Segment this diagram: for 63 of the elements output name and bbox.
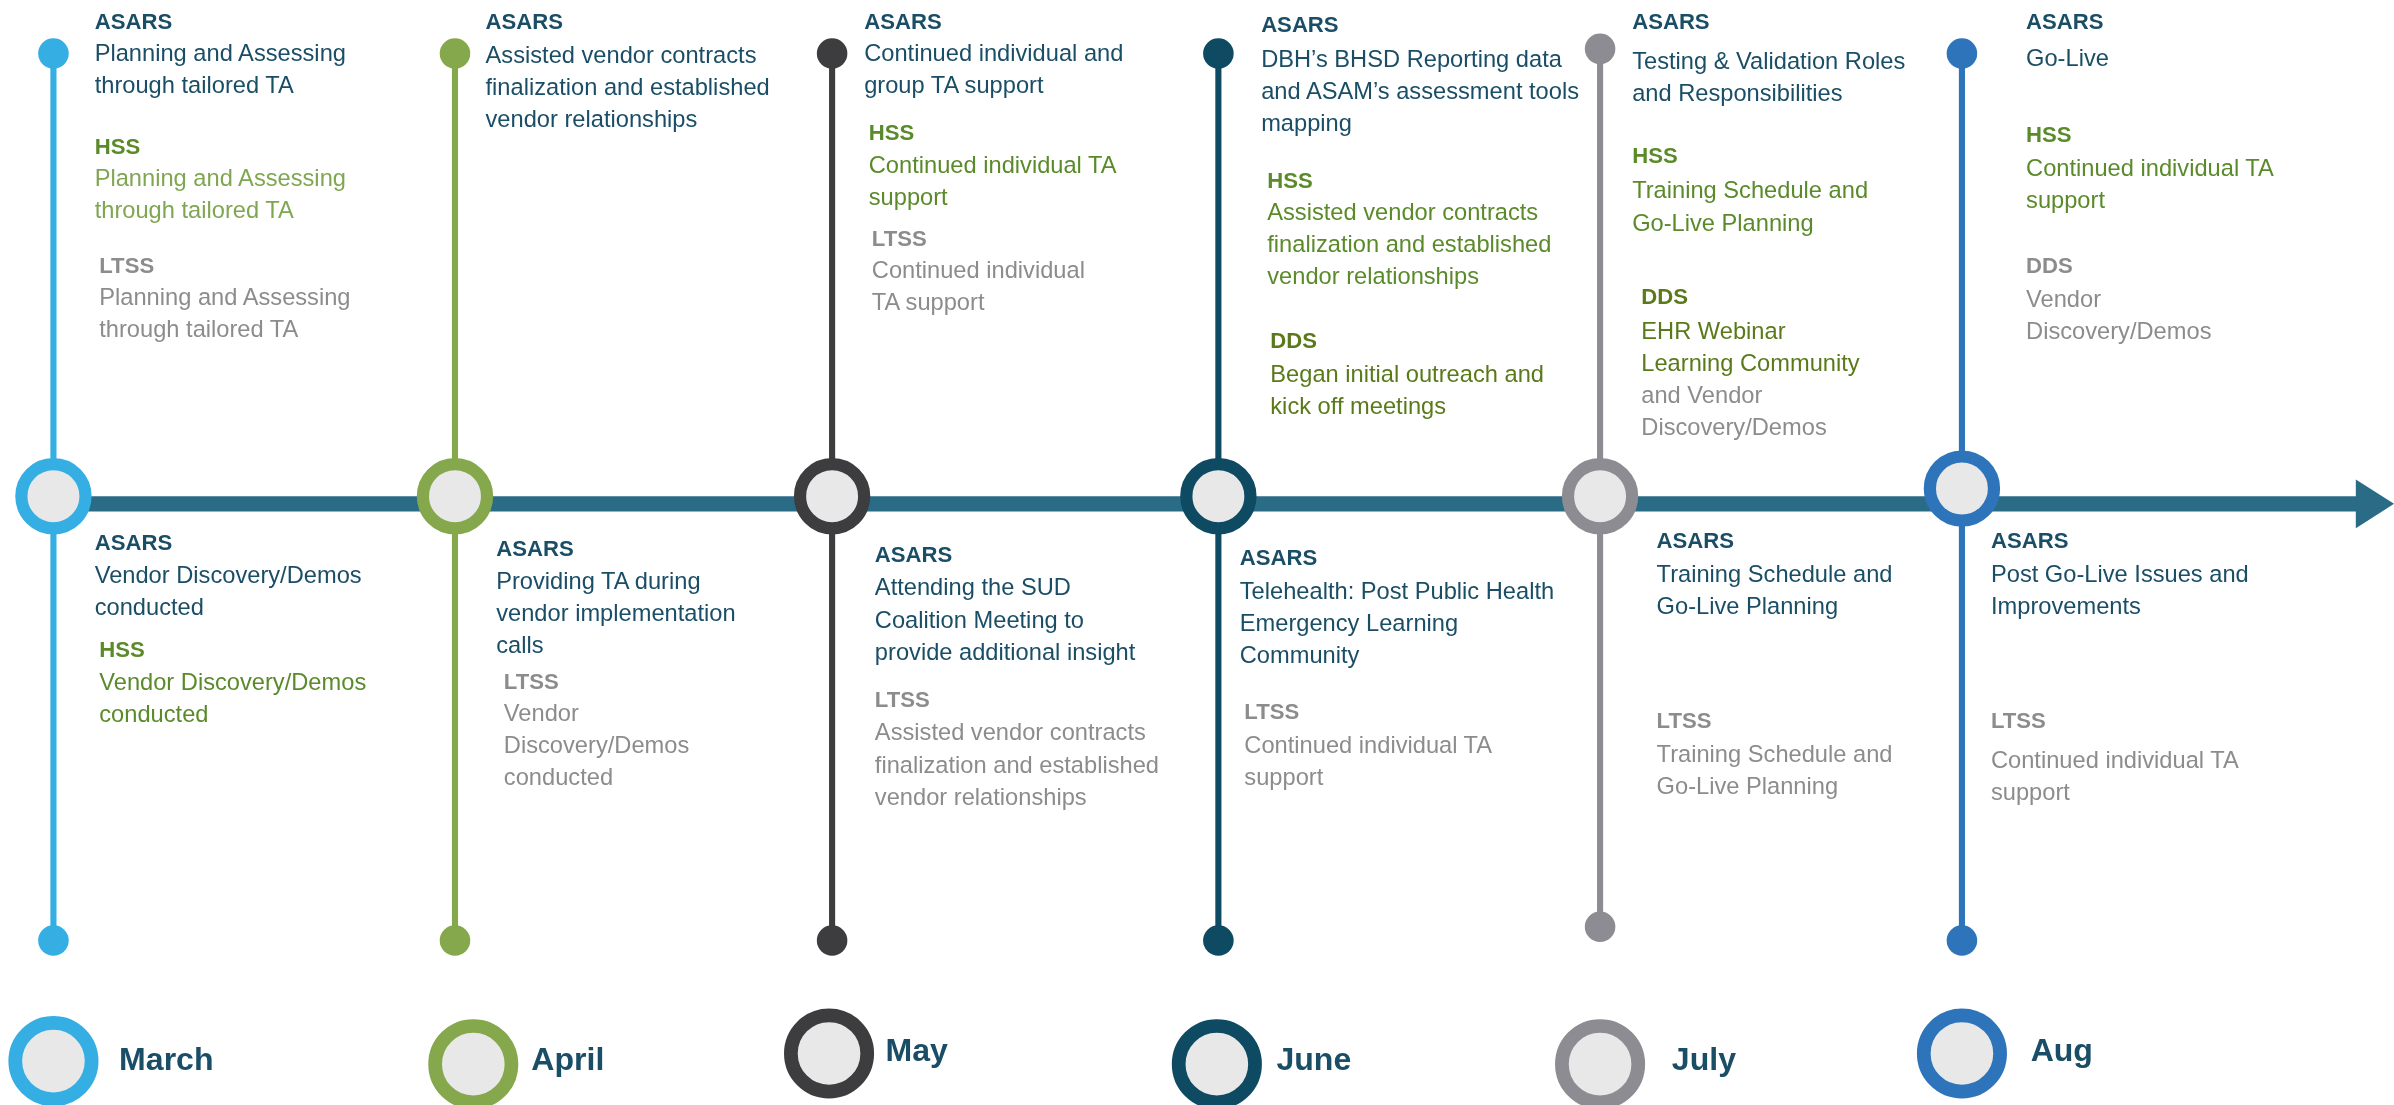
milestone-text: Continued individual TA support bbox=[868, 150, 1117, 212]
milestone-text: EHR Webinar Learning Community bbox=[1641, 316, 1861, 378]
milestone-text: Planning and Assessing through tailored TA bbox=[94, 38, 347, 100]
category-heading: ASARS bbox=[496, 534, 574, 563]
milestone-text: Vendor Discovery/Demos bbox=[2026, 284, 2213, 346]
milestone-text: Training Schedule and Go-Live Planning bbox=[1656, 739, 1894, 801]
category-heading: ASARS bbox=[1239, 544, 1318, 572]
milestone-text: Providing TA during vendor implementation calls bbox=[496, 566, 737, 661]
milestone-text: Assisted vendor contracts finalization and established vendor relationships bbox=[1267, 197, 1553, 291]
category-heading: LTSS bbox=[874, 686, 930, 714]
milestone-text: Planning and Assessing through tailored TA bbox=[99, 283, 352, 344]
category-heading: DDS bbox=[2026, 252, 2073, 280]
milestone-text: Continued individual and group TA support bbox=[864, 38, 1125, 100]
milestone-text: Training Schedule and Go-Live Planning bbox=[1632, 176, 1870, 238]
category-heading: HSS bbox=[1632, 142, 1678, 170]
milestone-text: Began initial outreach and kick off meetings bbox=[1270, 359, 1545, 421]
milestone-text: DBH’s BHSD Reporting data and ASAM’s assessment tools mapping bbox=[1261, 44, 1581, 138]
milestone-text: Testing & Validation Roles and Responsibilities bbox=[1632, 46, 1907, 108]
category-heading: HSS bbox=[2026, 121, 2072, 149]
month-label: April bbox=[531, 1042, 605, 1075]
milestone-text: Vendor Discovery/Demos conducted bbox=[99, 667, 368, 729]
category-heading: LTSS bbox=[871, 224, 927, 253]
category-heading: DDS bbox=[1641, 283, 1689, 311]
milestone-text: Attending the SUD Coalition Meeting to provide additional insight bbox=[874, 573, 1137, 667]
category-heading: LTSS bbox=[1990, 707, 2046, 735]
milestone-text: Planning and Assessing through tailored TA bbox=[94, 163, 347, 225]
category-heading: LTSS bbox=[1656, 707, 1712, 735]
category-heading: HSS bbox=[1267, 166, 1313, 195]
category-heading: LTSS bbox=[99, 252, 155, 280]
category-heading: ASARS bbox=[485, 8, 564, 36]
category-heading: ASARS bbox=[1990, 527, 2069, 555]
milestone-text: Continued individual TA support bbox=[871, 255, 1086, 317]
milestone-text: Go-Live bbox=[2026, 43, 2110, 73]
milestone-text: Post Go-Live Issues and Improvements bbox=[1990, 559, 2250, 621]
category-heading: LTSS bbox=[503, 667, 559, 696]
category-heading: DDS bbox=[1270, 327, 1318, 355]
category-heading: ASARS bbox=[864, 8, 942, 36]
category-heading: ASARS bbox=[1261, 11, 1339, 39]
category-heading: HSS bbox=[99, 635, 145, 664]
month-label: March bbox=[119, 1042, 214, 1075]
category-heading: ASARS bbox=[874, 541, 953, 569]
month-label: Aug bbox=[2030, 1033, 2093, 1066]
category-heading: HSS bbox=[868, 119, 915, 148]
milestone-text: Continued individual TA support bbox=[1990, 745, 2239, 807]
milestone-text: Assisted vendor contracts finalization and established vendor relationships bbox=[485, 40, 771, 134]
milestone-text: Assisted vendor contracts finalization and established vendor relationships bbox=[874, 718, 1161, 812]
category-heading: ASARS bbox=[2026, 8, 2104, 36]
category-heading: ASARS bbox=[1632, 8, 1710, 36]
milestone-text: Telehealth: Post Public Health Emergency Learning Community bbox=[1239, 576, 1556, 670]
milestone-text: and Vendor Discovery/Demos bbox=[1641, 380, 1828, 442]
milestone-text: Vendor Discovery/Demos conducted bbox=[94, 560, 363, 622]
category-heading: HSS bbox=[94, 133, 141, 161]
milestone-text: Vendor Discovery/Demos conducted bbox=[503, 698, 691, 792]
milestone-text: Training Schedule and Go-Live Planning bbox=[1656, 559, 1894, 621]
month-label: May bbox=[885, 1033, 948, 1066]
category-heading: ASARS bbox=[94, 8, 173, 36]
category-heading: ASARS bbox=[94, 528, 173, 557]
month-label: June bbox=[1276, 1042, 1352, 1075]
category-heading: ASARS bbox=[1656, 527, 1735, 555]
milestone-text: Continued individual TA support bbox=[2026, 153, 2275, 215]
milestone-text: Continued individual TA support bbox=[1244, 730, 1493, 792]
category-heading: LTSS bbox=[1244, 698, 1300, 726]
month-label: July bbox=[1671, 1042, 1736, 1075]
